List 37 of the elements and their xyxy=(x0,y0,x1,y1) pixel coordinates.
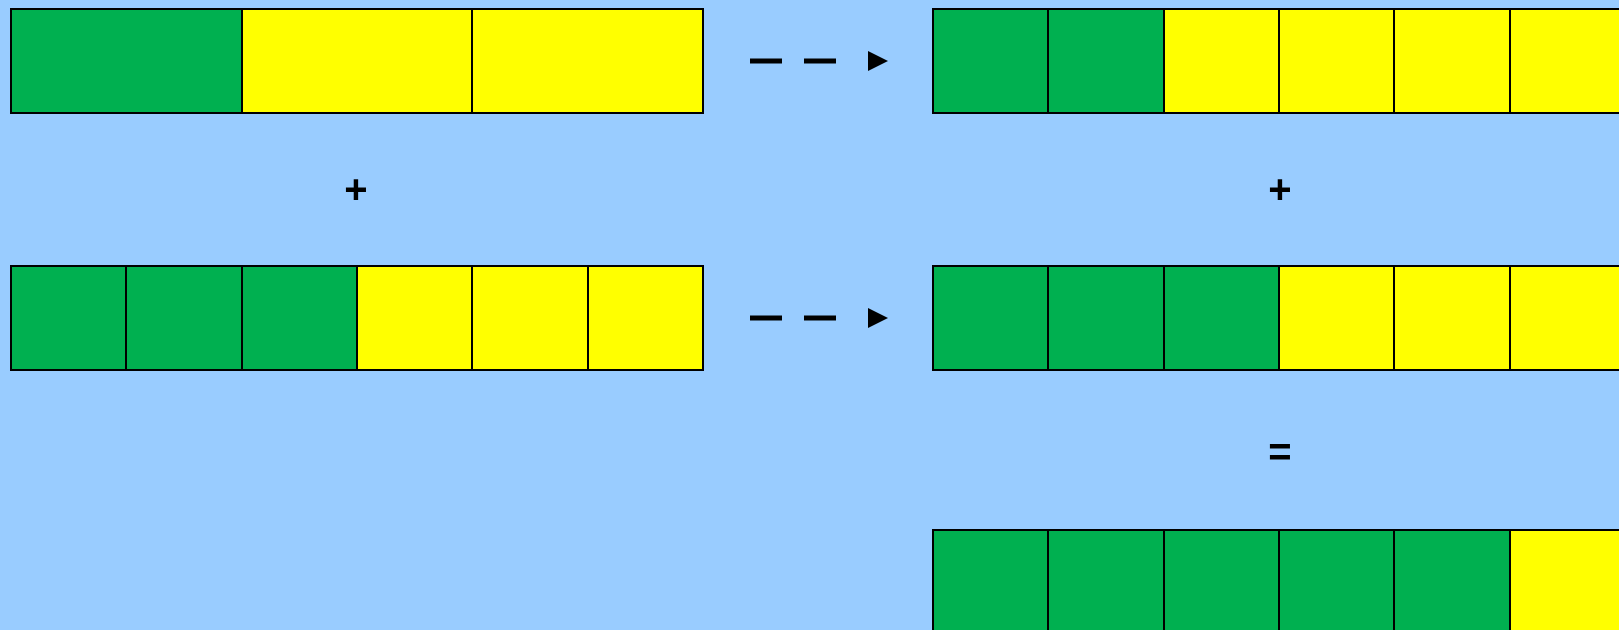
fraction-cell xyxy=(12,10,241,112)
fraction-bar xyxy=(932,529,1619,630)
fraction-cell xyxy=(1047,267,1163,369)
fraction-bar xyxy=(10,8,704,114)
math-operator: + xyxy=(1268,169,1292,209)
fraction-cell xyxy=(1047,10,1163,112)
fraction-cell xyxy=(1508,267,1619,369)
fraction-cell xyxy=(586,267,702,369)
fraction-bar xyxy=(932,8,1619,114)
dashed-arrow xyxy=(750,308,888,328)
fraction-bar xyxy=(10,265,704,371)
fraction-cell xyxy=(934,10,1048,112)
fraction-cell xyxy=(934,267,1048,369)
fraction-cell xyxy=(1162,267,1278,369)
math-operator: + xyxy=(344,169,368,209)
fraction-cell xyxy=(1508,10,1619,112)
fraction-cell xyxy=(1278,531,1394,630)
fraction-cell xyxy=(1393,267,1509,369)
fraction-cell xyxy=(934,531,1048,630)
fraction-cell xyxy=(1393,531,1509,630)
fraction-cell xyxy=(1278,10,1394,112)
fraction-cell xyxy=(1162,531,1278,630)
fraction-bar xyxy=(932,265,1619,371)
fraction-cell xyxy=(240,267,356,369)
fraction-cell xyxy=(356,267,472,369)
fraction-cell xyxy=(1162,10,1278,112)
fraction-cell xyxy=(1393,10,1509,112)
fraction-cell xyxy=(12,267,126,369)
fraction-cell xyxy=(471,267,587,369)
fraction-cell xyxy=(125,267,241,369)
fraction-cell xyxy=(240,10,472,112)
fraction-cell xyxy=(1047,531,1163,630)
fraction-cell xyxy=(471,10,702,112)
math-operator: = xyxy=(1268,432,1292,472)
fraction-cell xyxy=(1508,531,1619,630)
fraction-cell xyxy=(1278,267,1394,369)
dashed-arrow xyxy=(750,51,888,71)
